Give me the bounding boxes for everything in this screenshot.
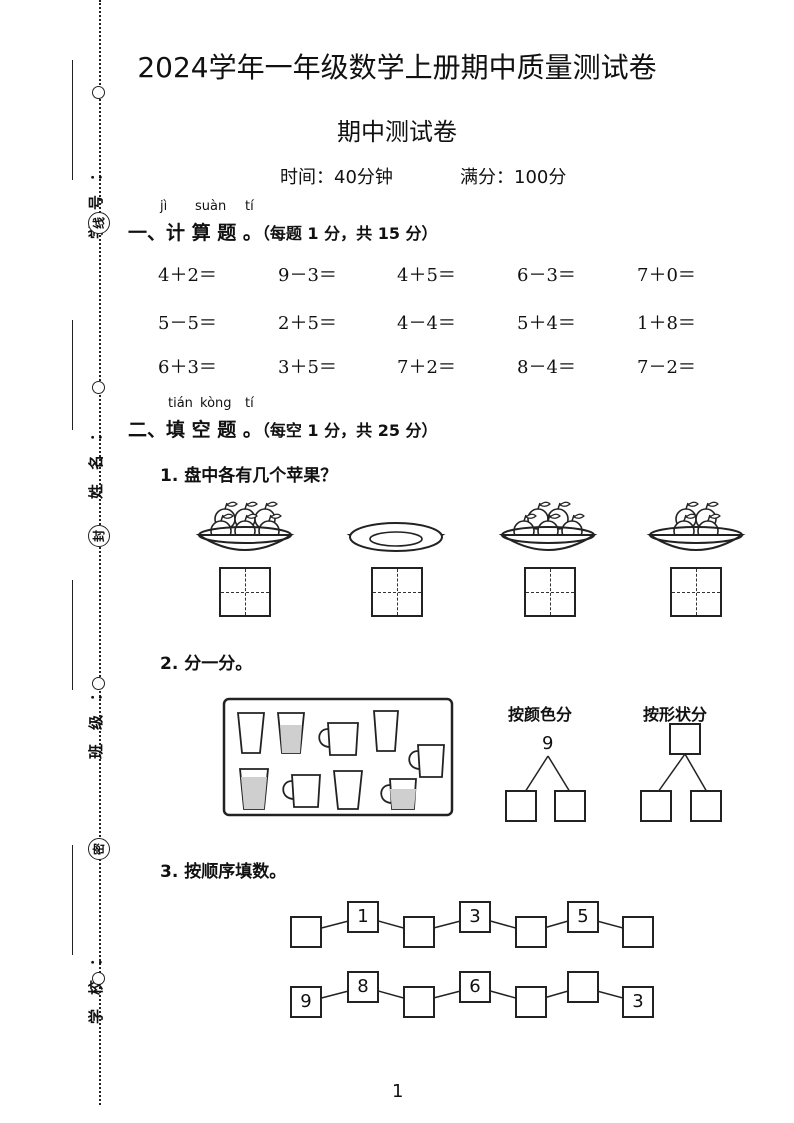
- sequence-box: 9: [290, 986, 322, 1018]
- page-number: 1: [392, 1081, 404, 1102]
- page-subtitle: 期中测试卷: [337, 118, 457, 146]
- mug-icon: [380, 778, 417, 810]
- calc-problem: 5－5＝: [158, 313, 217, 334]
- pinyin: suàn: [195, 199, 227, 214]
- sequence-box[interactable]: [567, 971, 599, 1003]
- binding-hole: [92, 86, 105, 99]
- binding-dotted-line: [99, 0, 101, 1105]
- question-1-label: 1. 盘中各有几个苹果？: [160, 466, 338, 486]
- glass-icon: [333, 770, 363, 810]
- calc-problem: 6＋3＝: [158, 357, 217, 378]
- calc-problem: 7－2＝: [637, 357, 696, 378]
- section-title: 二、填 空 题 。: [128, 419, 262, 441]
- calc-problem: 4＋5＝: [397, 265, 456, 286]
- name-underline: [72, 320, 73, 430]
- binding-hole: [92, 381, 105, 394]
- plate-icon: [498, 501, 598, 551]
- mug-icon: [318, 722, 359, 756]
- cups-picture: [222, 697, 454, 817]
- by-shape-label: 按形状分: [643, 705, 708, 724]
- sequence-box[interactable]: [403, 916, 435, 948]
- mug-icon: [408, 744, 445, 778]
- section-heading: 二、填 空 题 。（每空 1 分，共 25 分）: [128, 415, 438, 442]
- binding-hole: [92, 972, 105, 985]
- mug-icon: [282, 774, 321, 808]
- page-title: 2024学年一年级数学上册期中质量测试卷: [137, 51, 657, 84]
- section-title: 一、计 算 题 。: [128, 222, 262, 244]
- pinyin: kòng: [200, 396, 232, 411]
- glass-icon: [239, 768, 269, 810]
- calc-problem: 4－4＝: [397, 313, 456, 334]
- calc-problem: 3＋5＝: [278, 357, 337, 378]
- calc-problem: 1＋8＝: [637, 313, 696, 334]
- answer-box[interactable]: [669, 723, 701, 755]
- id-underline: [72, 60, 73, 180]
- calc-problem: 4＋2＝: [158, 265, 217, 286]
- sequence-box[interactable]: [622, 916, 654, 948]
- name-label: 姓名：: [87, 411, 106, 500]
- question-3-label: 3. 按顺序填数。: [160, 862, 287, 882]
- school-underline: [72, 845, 73, 955]
- sequence-box: 1: [347, 901, 379, 933]
- binding-hole: [92, 677, 105, 690]
- score-label: 满分：100分: [460, 167, 567, 188]
- sequence-box[interactable]: [515, 986, 547, 1018]
- plate-icon: [646, 501, 746, 551]
- pinyin: tí: [245, 199, 254, 214]
- answer-box[interactable]: [640, 790, 672, 822]
- answer-box[interactable]: [554, 790, 586, 822]
- pinyin: jì: [160, 199, 168, 214]
- answer-box[interactable]: [505, 790, 537, 822]
- calc-problem: 8－4＝: [517, 357, 576, 378]
- answer-box[interactable]: [219, 567, 271, 617]
- plate-icon: [195, 501, 295, 551]
- answer-box[interactable]: [690, 790, 722, 822]
- class-underline: [72, 580, 73, 690]
- answer-box[interactable]: [670, 567, 722, 617]
- plates-illustration: [195, 501, 746, 552]
- section-note: （每题 1 分，共 15 分）: [261, 224, 438, 243]
- section-note: （每空 1 分，共 25 分）: [261, 421, 438, 440]
- sequence-box[interactable]: [403, 986, 435, 1018]
- section-heading: 一、计 算 题 。（每题 1 分，共 15 分）: [128, 218, 438, 245]
- sequence-box: 5: [567, 901, 599, 933]
- glass-icon: [237, 712, 265, 754]
- calc-problem: 7＋0＝: [637, 265, 696, 286]
- by-color-label: 按颜色分: [508, 705, 573, 724]
- calc-problem: 6－3＝: [517, 265, 576, 286]
- sequence-box[interactable]: [290, 916, 322, 948]
- question-2-label: 2. 分一分。: [160, 654, 253, 674]
- glass-icon: [277, 712, 305, 754]
- glass-icon: [373, 710, 399, 752]
- total-number: 9: [542, 733, 554, 754]
- sequence-box: 3: [622, 986, 654, 1018]
- pinyin: tí: [245, 396, 254, 411]
- pinyin: tián: [168, 396, 193, 411]
- calc-problem: 9－3＝: [278, 265, 337, 286]
- answer-box[interactable]: [371, 567, 423, 617]
- sequence-box: 8: [347, 971, 379, 1003]
- split-diagram: [524, 753, 708, 793]
- sequence-box: 6: [459, 971, 491, 1003]
- plate-icon: [346, 522, 446, 552]
- sequence-box[interactable]: [515, 916, 547, 948]
- time-label: 时间：40分钟: [280, 167, 393, 188]
- calc-problem: 7＋2＝: [397, 357, 456, 378]
- seal-line: 线: [88, 212, 110, 234]
- seal-secret: 密: [88, 838, 110, 860]
- calc-problem: 2＋5＝: [278, 313, 337, 334]
- answer-box[interactable]: [524, 567, 576, 617]
- calc-problem: 5＋4＝: [517, 313, 576, 334]
- sequence-box: 3: [459, 901, 491, 933]
